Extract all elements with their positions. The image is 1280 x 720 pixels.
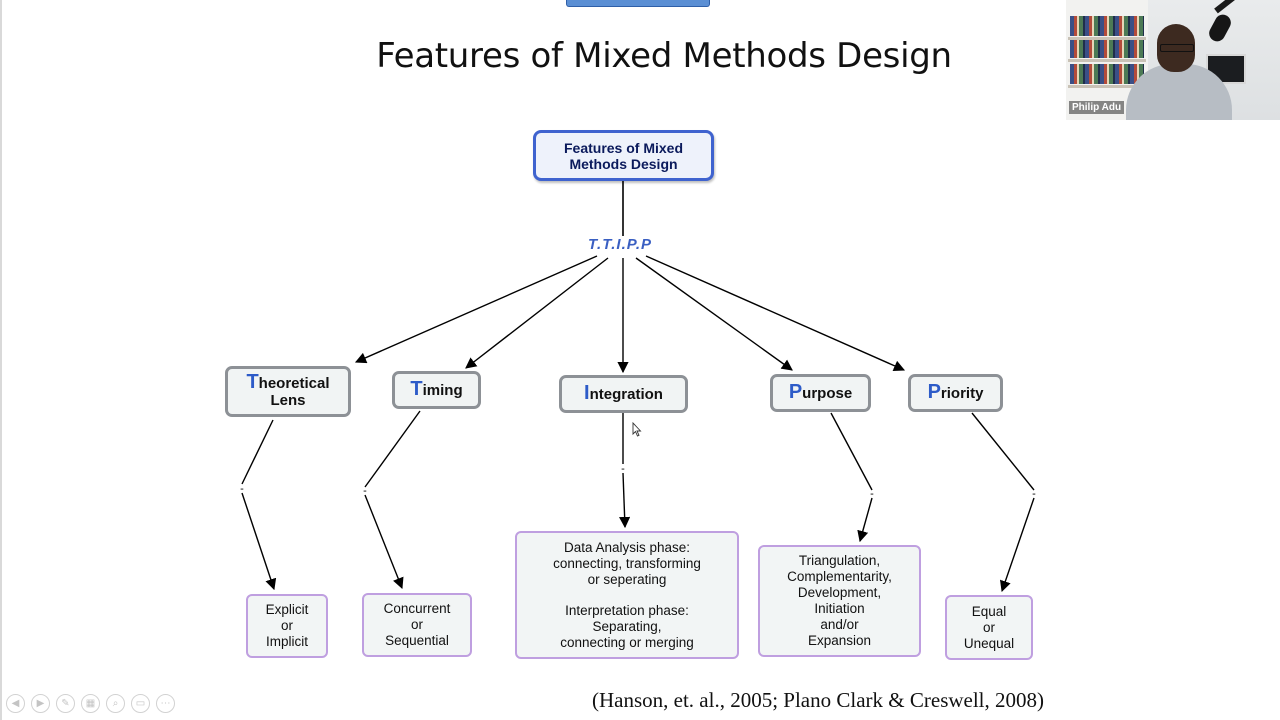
feature-label-timing: iming [422, 382, 463, 399]
mic-arm [1214, 0, 1261, 14]
feature-label-purpose: urpose [802, 385, 853, 402]
feature-label-integration: ntegration [589, 386, 663, 403]
leaf-text: Unequal [963, 635, 1015, 651]
leaf-text: or [410, 617, 423, 632]
root-node-line1: Features of Mixed [563, 139, 684, 156]
link-priority-leaf-lower [999, 497, 1035, 593]
feature-node-priority[interactable]: Priority [908, 374, 1003, 412]
citation: (Hanson, et. al., 2005; Plano Clark & Cr… [592, 688, 1045, 712]
back-icon[interactable]: ◀ [6, 694, 25, 713]
link-label-theoretical-lens: - [240, 483, 244, 495]
participant-head [1157, 24, 1195, 72]
feature-initial-priority: P [927, 381, 941, 403]
leaf-text: Data Analysis phase: [563, 539, 691, 555]
zoom-icon[interactable]: ⌕ [106, 694, 125, 713]
leaf-text: or [280, 618, 293, 633]
link-theoretical-lens-leaf-upper [241, 419, 274, 485]
leaf-node-timing[interactable]: Concurrent or Sequential [362, 593, 472, 657]
link-acronym-priority [645, 255, 906, 372]
feature-node-integration[interactable]: Integration [559, 375, 688, 413]
shelf-board [1068, 59, 1146, 62]
leaf-text: connecting or merging [560, 634, 694, 650]
shelf-board [1068, 37, 1146, 40]
feature-initial-integration: I [584, 382, 590, 404]
link-timing-leaf-lower [364, 494, 404, 590]
slide-frame-edge [0, 0, 2, 720]
link-purpose-leaf-upper [830, 412, 873, 491]
link-purpose-leaf-lower [857, 497, 873, 543]
leaf-text: Concurrent [383, 601, 451, 616]
leaf-text: Interpretation phase: [565, 602, 689, 618]
leaf-text: Separating, [592, 618, 662, 634]
feature-label-theoretical-lens: heoretical [258, 375, 330, 392]
subtitles-icon[interactable]: ▭ [131, 694, 150, 713]
leaf-text: or [982, 619, 995, 635]
more-icon[interactable]: ⋯ [156, 694, 175, 713]
slides-icon[interactable]: ▦ [81, 694, 100, 713]
leaf-text: Triangulation, [798, 553, 881, 568]
leaf-text: Complementarity, [787, 569, 892, 584]
link-theoretical-lens-leaf-lower [241, 492, 277, 591]
feature-node-purpose[interactable]: Purpose [770, 374, 871, 412]
leaf-text: Equal [971, 603, 1007, 619]
feature-initial-purpose: P [788, 381, 803, 403]
participant-body [1126, 64, 1232, 120]
leaf-text: Implicit [265, 634, 308, 649]
pen-icon[interactable]: ✎ [56, 694, 75, 713]
feature-label-priority: riority [940, 385, 984, 402]
participant-name: Philip Adu [1069, 101, 1125, 114]
feature-initial-theoretical-lens: T [246, 371, 259, 393]
glasses [1160, 44, 1194, 52]
root-node-line2: Methods Design [569, 155, 678, 172]
presentation-toolbar: ◀ ▶ ✎ ▦ ⌕ ▭ ⋯ [6, 694, 175, 713]
leaf-node-integration[interactable]: Data Analysis phase: connecting, transfo… [515, 531, 739, 659]
leaf-text: Initiation [814, 601, 865, 616]
leaf-text: or seperating [587, 571, 667, 587]
link-label-integration: - [621, 463, 625, 475]
feature-node-timing[interactable]: Timing [392, 371, 481, 409]
root-node[interactable]: Features of Mixed Methods Design [533, 130, 714, 181]
leaf-node-purpose[interactable]: Triangulation, Complementarity, Developm… [758, 545, 921, 657]
leaf-text: Sequential [385, 633, 449, 648]
link-label-timing: - [363, 485, 367, 497]
link-label-purpose: - [870, 488, 874, 500]
leaf-text: and/or [820, 617, 859, 632]
feature-initial-timing: T [410, 378, 423, 400]
slide-title: Features of Mixed Methods Design [376, 36, 952, 76]
forward-icon[interactable]: ▶ [31, 694, 50, 713]
leaf-node-theoretical-lens[interactable]: Explicit or Implicit [246, 594, 328, 658]
books [1070, 16, 1144, 36]
webcam-video[interactable]: Philip Adu [1066, 0, 1280, 120]
top-tab[interactable] [566, 0, 710, 7]
link-acronym-purpose [635, 257, 793, 371]
leaf-text: Expansion [807, 633, 872, 648]
books [1070, 40, 1144, 58]
link-acronym-theoretical-lens [354, 255, 598, 364]
leaf-text: Development, [797, 585, 882, 600]
link-timing-leaf-upper [364, 410, 421, 488]
books [1070, 64, 1144, 84]
link-integration-leaf-lower [619, 472, 631, 529]
leaf-node-priority[interactable]: Equal or Unequal [945, 595, 1033, 660]
microphone-icon [1206, 11, 1234, 45]
mouse-cursor-icon [632, 422, 642, 437]
feature-node-theoretical-lens[interactable]: Theoretical Lens [225, 366, 351, 417]
acronym-label: T.T.I.P.P [560, 236, 680, 253]
leaf-text: Explicit [265, 602, 309, 617]
link-priority-leaf-upper [971, 412, 1035, 491]
shelf-board [1068, 85, 1146, 88]
feature-label2-theoretical-lens: Lens [270, 392, 306, 409]
link-label-priority: - [1032, 488, 1036, 500]
leaf-text: connecting, transforming [553, 555, 701, 571]
link-acronym-timing [465, 257, 609, 369]
